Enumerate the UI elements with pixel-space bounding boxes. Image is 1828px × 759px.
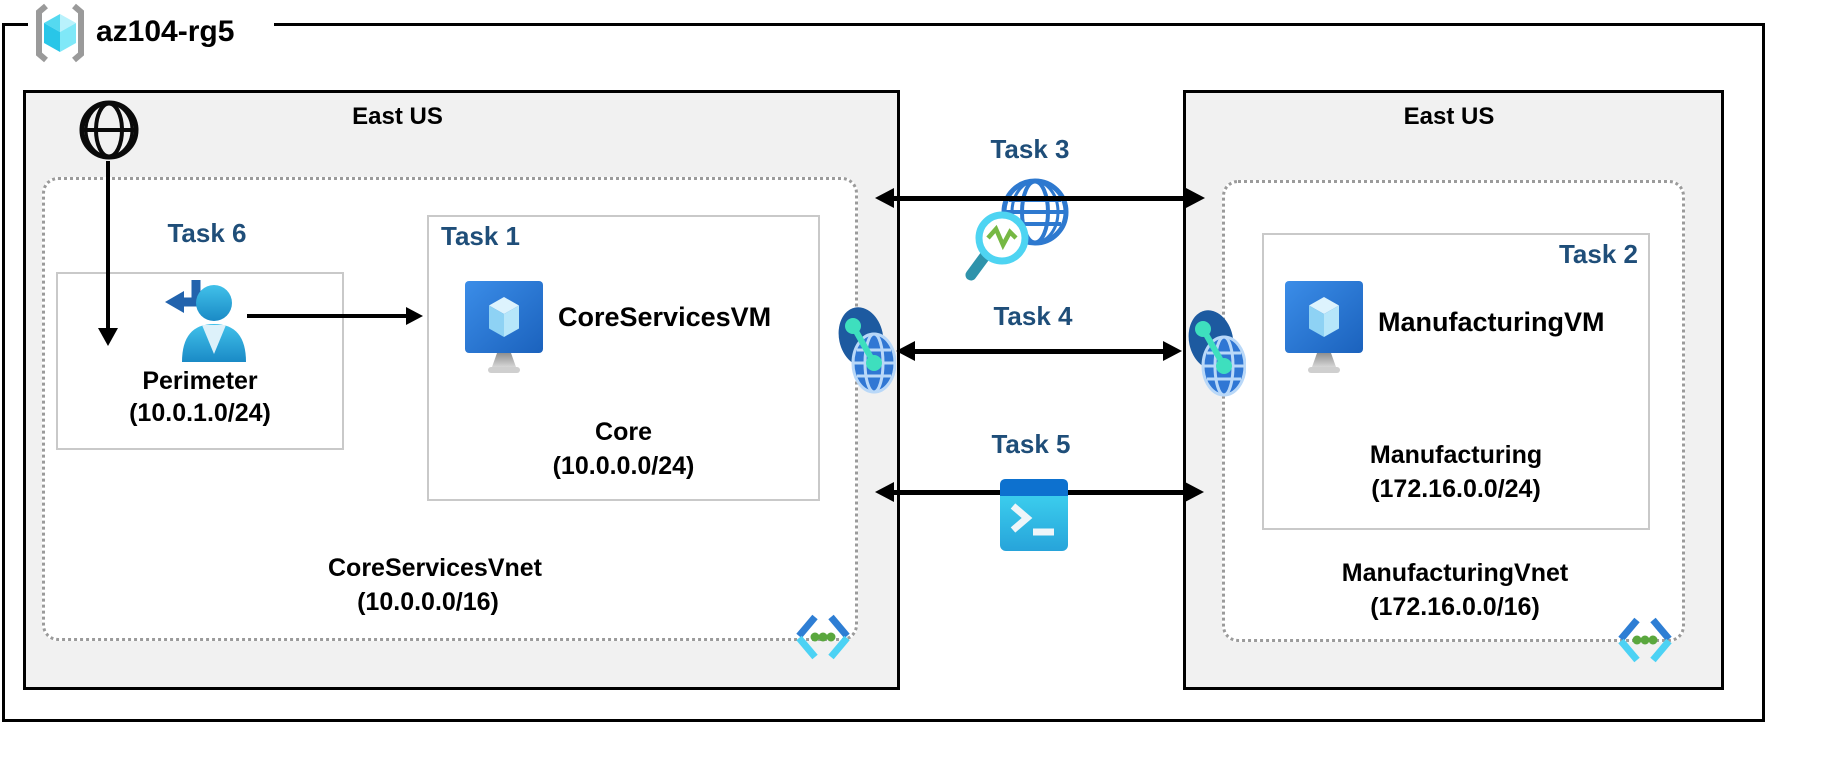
internet-globe-icon [78,99,140,161]
guest-user-icon [160,278,248,364]
resource-group-name: az104-rg5 [96,15,235,48]
resource-group-icon [30,2,90,64]
manufacturing-vnet-cidr: (172.16.0.0/16) [1370,593,1540,621]
perimeter-to-core-arrow [247,307,423,325]
region-label-right: East US [1403,103,1495,130]
task1-label: Task 1 [441,221,521,251]
perimeter-subnet-cidr: (10.0.1.0/24) [129,399,271,427]
perimeter-subnet-name: Perimeter [142,367,258,395]
vnet-peering-arrow-middle [896,341,1182,361]
resource-group-border-gap [28,16,274,32]
core-subnet-cidr: (10.0.0.0/24) [552,452,695,480]
network-gateway-icon-right [1188,309,1246,399]
subnet-code-icon-left [794,612,852,662]
network-gateway-icon-left [838,306,896,396]
task2-label: Task 2 [1558,239,1638,269]
task3-label: Task 3 [990,134,1070,164]
region-label-left: East US [352,103,443,130]
manufacturing-subnet-cidr: (172.16.0.0/24) [1371,475,1541,503]
cloud-shell-icon [1000,479,1068,551]
task6-label: Task 6 [167,218,247,248]
task4-label: Task 4 [993,301,1073,331]
core-services-vm-name: CoreServicesVM [558,302,772,332]
core-services-vnet-name: CoreServicesVnet [328,554,543,582]
core-subnet-box [427,215,820,501]
internet-to-perimeter-arrow [98,161,118,346]
core-services-vm-icon [464,280,544,376]
task5-label: Task 5 [991,429,1071,459]
subnet-code-icon-right [1616,615,1674,665]
core-subnet-name: Core [595,418,652,446]
manufacturing-vnet-name: ManufacturingVnet [1341,559,1569,587]
network-watcher-icon [958,172,1074,290]
manufacturing-subnet-name: Manufacturing [1369,441,1543,469]
vnet-peering-arrow-top [875,188,1205,208]
manufacturing-vm-icon [1284,280,1364,376]
core-services-vnet-cidr: (10.0.0.0/16) [357,588,499,616]
manufacturing-vm-name: ManufacturingVM [1378,307,1605,337]
